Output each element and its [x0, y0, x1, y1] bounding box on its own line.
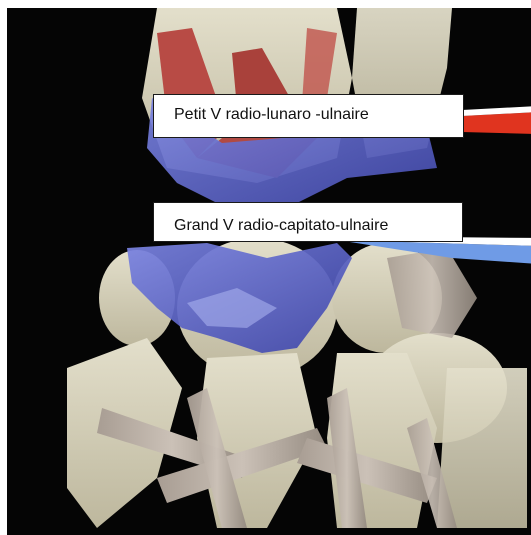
- far-right-bone: [437, 368, 527, 528]
- label-grand-v: Grand V radio-capitato-ulnaire: [153, 202, 463, 242]
- wrist-anatomy-illustration: [7, 8, 531, 535]
- label-petit-v: Petit V radio-lunaro -ulnaire: [153, 94, 464, 138]
